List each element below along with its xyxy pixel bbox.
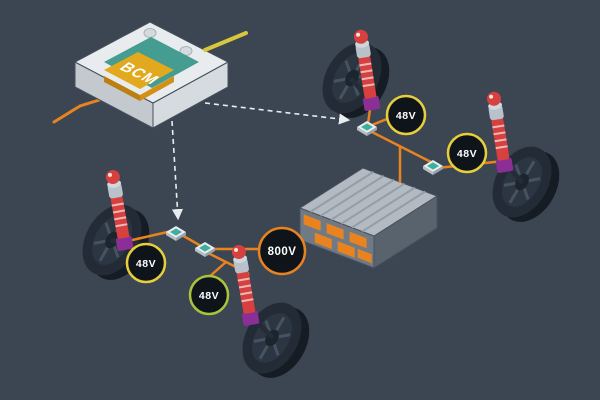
badge-800v-label: 800V [268,246,297,258]
bcm-antenna [203,31,248,52]
bcm-signal-arrows [171,102,351,221]
badge-48v-left-label: 48V [136,258,156,270]
battery-ribs [309,171,426,233]
bcm-arrow-to-top-node [204,102,351,125]
badge-48v-right: 48V [446,132,488,174]
badge-48v-bottom-label: 48V [199,290,219,302]
bcm-module: BCM [52,21,248,129]
badge-48v-top: 48V [385,94,427,136]
battery-cells [303,214,372,264]
bcm-arrow-to-left-node [171,120,184,221]
badge-48v-top-label: 48V [396,110,416,122]
badge-48v-right-label: 48V [457,148,477,160]
badge-48v-left: 48V [125,242,167,284]
battery-pack [298,167,439,269]
bcm-screw [143,28,157,38]
badge-48v-bottom: 48V [188,274,230,316]
badge-800v: 800V [257,226,307,276]
